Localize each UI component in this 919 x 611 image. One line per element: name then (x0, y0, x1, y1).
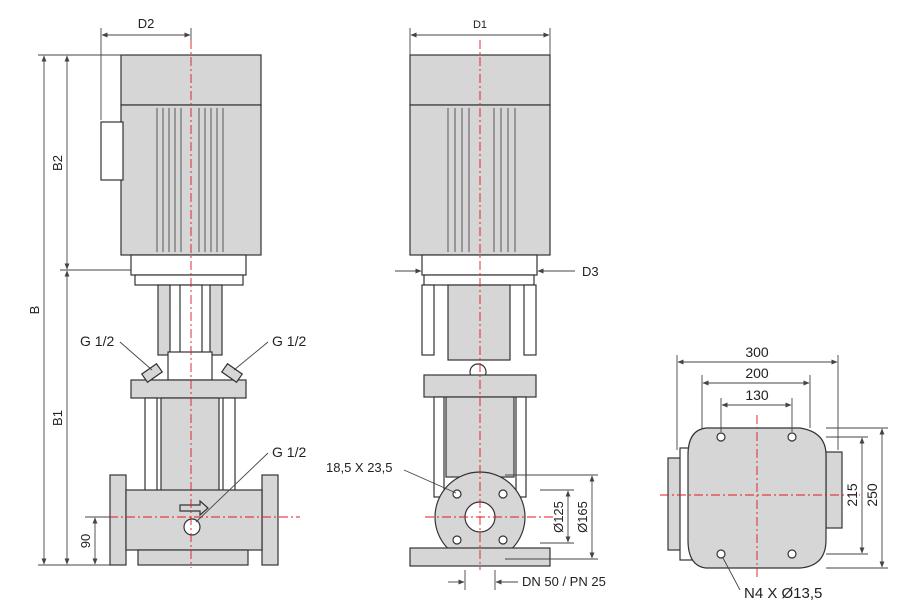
hole-size-label: 18,5 X 23,5 (326, 460, 393, 475)
dim-b2-label: B2 (50, 155, 65, 171)
dim-d3-label: D3 (582, 264, 599, 279)
anchor-holes-label: N4 X Ø13,5 (744, 585, 822, 602)
side-motor (100, 54, 262, 286)
dim-b-label: B (27, 306, 42, 315)
side-view: D2 B2 B1 B 90 G 1/2 G 1/2 G 1/2 (27, 16, 306, 568)
flange-label: DN 50 / PN 25 (522, 574, 606, 589)
dim-d2-label: D2 (138, 16, 155, 31)
dim-300-label: 300 (745, 344, 769, 360)
port-drain-label: G 1/2 (272, 444, 306, 460)
dia-165-label: Ø165 (575, 501, 590, 533)
side-drain-plug (183, 518, 201, 536)
port-right-label: G 1/2 (272, 333, 306, 349)
front-motor-fins (447, 108, 516, 252)
dim-130-label: 130 (745, 387, 769, 403)
dim-d1-label: D1 (473, 19, 487, 31)
side-base (137, 549, 249, 566)
dim-215-label: 215 (844, 483, 860, 507)
side-terminal-box (100, 121, 124, 181)
dim-250-label: 250 (864, 483, 880, 507)
base-view: 300 200 130 215 250 N4 X Ø13,5 (660, 344, 888, 602)
port-left-label: G 1/2 (80, 333, 114, 349)
front-view: D1 D3 18,5 X 23,5 Ø125 Ø165 DN 50 / PN 2… (326, 19, 606, 590)
dim-90-label: 90 (78, 534, 93, 548)
dim-b1-label: B1 (50, 410, 65, 426)
dia-125-label: Ø125 (551, 501, 566, 533)
side-pump-head (130, 379, 247, 399)
base-plate (687, 427, 827, 569)
side-flanges (109, 474, 279, 566)
side-chamber (144, 397, 236, 499)
side-coupling (157, 284, 223, 381)
front-coupling-window (447, 284, 511, 361)
dim-200-label: 200 (745, 365, 769, 381)
